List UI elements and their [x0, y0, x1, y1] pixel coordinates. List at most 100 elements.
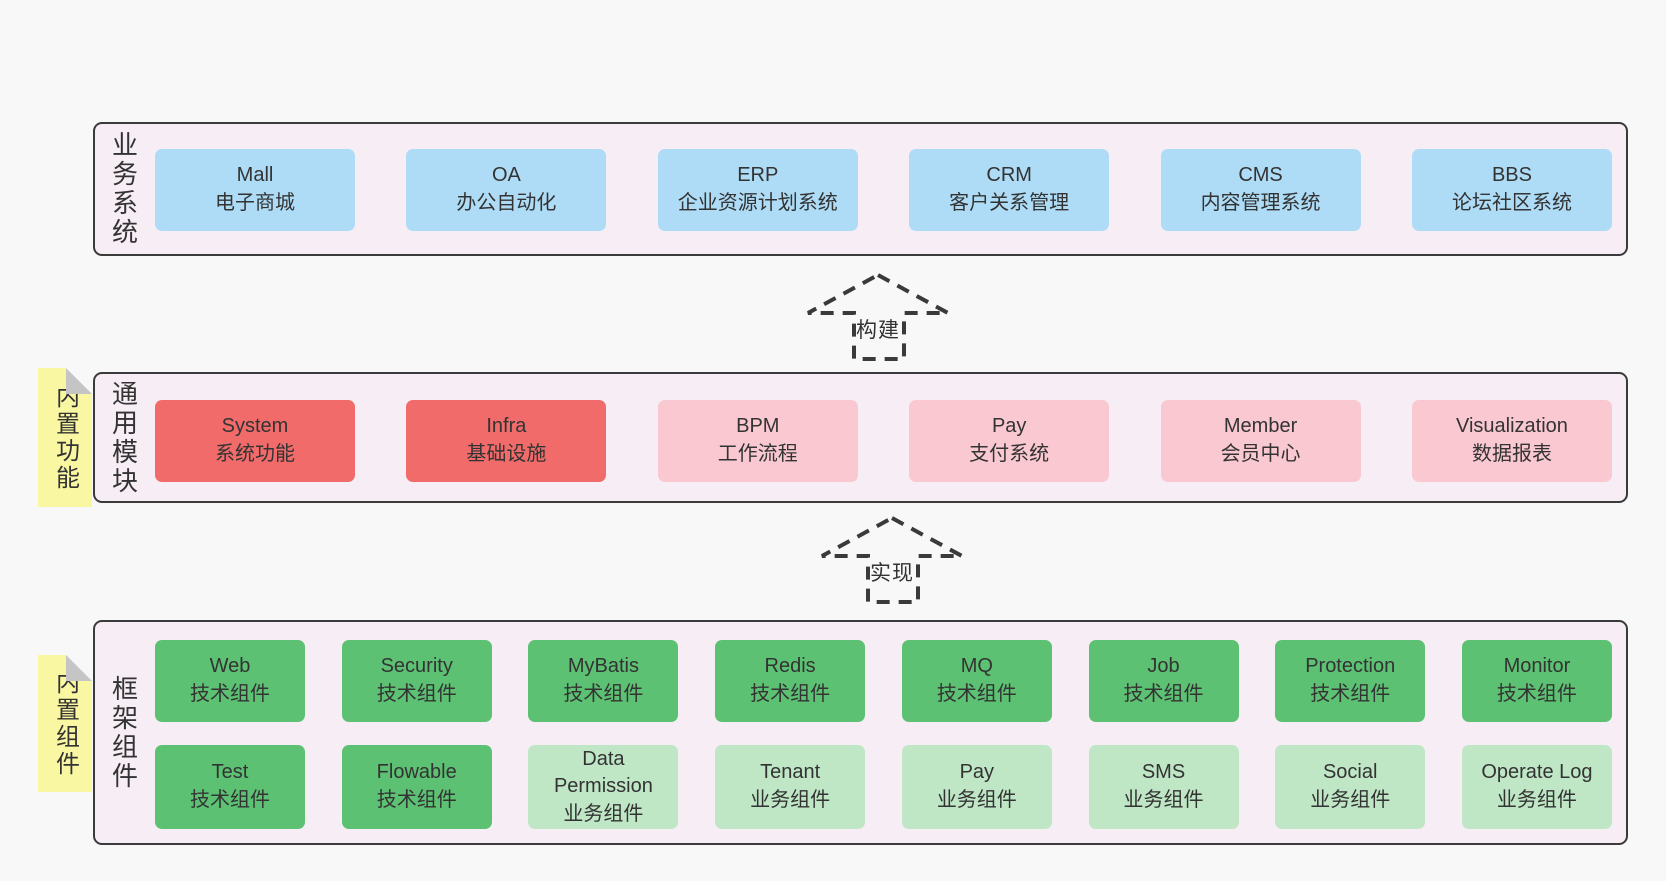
- box-bpm-subtitle: 工作流程: [717, 443, 798, 465]
- business-systems-row: Mall 电子商城 OA 办公自动化 ERP 企业资源计划系统 CRM 客户关系…: [155, 149, 1612, 231]
- box-visualization-title: Visualization: [1455, 415, 1568, 438]
- box-test-subtitle: 技术组件: [190, 789, 270, 811]
- box-crm-title: CRM: [986, 164, 1032, 187]
- box-protection-subtitle: 技术组件: [1310, 683, 1391, 705]
- sticky-tab-built-in-components: 内置组件: [38, 655, 92, 792]
- business-systems-layer: 业务系统 Mall 电子商城 OA 办公自动化 ERP 企业资源计划系统 CRM…: [93, 122, 1628, 256]
- box-flowable-title: Flowable: [376, 761, 457, 784]
- box-mybatis-title: MyBatis: [567, 655, 639, 678]
- box-sms-title: SMS: [1141, 761, 1186, 784]
- build-arrow: 构建: [805, 272, 951, 362]
- box-system-subtitle: 系统功能: [215, 443, 295, 465]
- box-oa-title: OA: [491, 164, 521, 187]
- box-operate-log-title: Operate Log: [1481, 761, 1593, 784]
- box-redis-title: Redis: [764, 655, 816, 678]
- box-operate-log-subtitle: 业务组件: [1496, 789, 1577, 811]
- box-erp-title: ERP: [737, 164, 779, 187]
- common-modules-layer: 通用模块 System 系统功能 Infra 基础设施 BPM 工作流程 Pay…: [93, 372, 1628, 503]
- box-visualization: Visualization 数据报表: [1411, 400, 1612, 482]
- build-arrow-label: 构建: [856, 319, 900, 342]
- box-redis-subtitle: 技术组件: [750, 683, 831, 705]
- box-mq: MQ 技术组件: [901, 640, 1052, 722]
- box-erp: ERP 企业资源计划系统: [657, 149, 858, 231]
- box-cms-title: CMS: [1238, 164, 1283, 187]
- box-flowable: Flowable 技术组件: [341, 745, 492, 829]
- box-sms-subtitle: 业务组件: [1123, 789, 1204, 811]
- box-mall: Mall 电子商城: [155, 149, 355, 231]
- common-modules-row: System 系统功能 Infra 基础设施 BPM 工作流程 Pay 支付系统…: [155, 400, 1612, 482]
- box-data-permission-subtitle: 业务组件: [563, 802, 644, 825]
- business-systems-label: 业务系统: [108, 131, 139, 247]
- box-test: Test 技术组件: [155, 745, 305, 829]
- box-cms-subtitle: 内容管理系统: [1200, 192, 1321, 214]
- box-mall-title: Mall: [236, 164, 274, 187]
- box-web-title: Web: [209, 655, 251, 678]
- box-crm-subtitle: 客户关系管理: [949, 192, 1070, 214]
- box-social: Social 业务组件: [1275, 745, 1426, 829]
- box-operate-log: Operate Log 业务组件: [1461, 745, 1612, 829]
- box-bpm-title: BPM: [736, 415, 780, 438]
- box-infra-subtitle: 基础设施: [466, 443, 547, 465]
- box-oa: OA 办公自动化: [406, 149, 607, 231]
- sticky-tab-built-in-features: 内置功能: [38, 368, 92, 507]
- box-security: Security 技术组件: [341, 640, 492, 722]
- box-member: Member 会员中心: [1160, 400, 1361, 482]
- box-bpm: BPM 工作流程: [657, 400, 858, 482]
- box-monitor-title: Monitor: [1503, 655, 1571, 678]
- box-web-subtitle: 技术组件: [190, 683, 270, 705]
- box-mybatis: MyBatis 技术组件: [528, 640, 679, 722]
- box-protection: Protection 技术组件: [1275, 640, 1426, 722]
- box-mq-title: MQ: [960, 655, 993, 678]
- implement-arrow: 实现: [819, 515, 965, 605]
- box-system: System 系统功能: [155, 400, 355, 482]
- framework-components-row-1: Web 技术组件 Security 技术组件 MyBatis 技术组件 Redi…: [155, 640, 1612, 722]
- box-job: Job 技术组件: [1088, 640, 1239, 722]
- box-member-title: Member: [1223, 415, 1298, 438]
- box-security-subtitle: 技术组件: [376, 683, 457, 705]
- box-erp-subtitle: 企业资源计划系统: [677, 192, 838, 214]
- box-crm: CRM 客户关系管理: [909, 149, 1110, 231]
- box-visualization-subtitle: 数据报表: [1471, 443, 1552, 465]
- box-oa-subtitle: 办公自动化: [456, 192, 557, 214]
- box-web: Web 技术组件: [155, 640, 305, 722]
- box-job-subtitle: 技术组件: [1123, 683, 1204, 705]
- framework-components-label: 框架组件: [108, 674, 139, 791]
- box-test-title: Test: [211, 761, 249, 784]
- box-bbs: BBS 论坛社区系统: [1411, 149, 1612, 231]
- box-social-title: Social: [1322, 761, 1378, 784]
- framework-components-row-2: Test 技术组件 Flowable 技术组件 Data Permission …: [155, 745, 1612, 829]
- box-job-title: Job: [1147, 655, 1180, 678]
- box-pay-biz: Pay 业务组件: [901, 745, 1052, 829]
- box-social-subtitle: 业务组件: [1310, 789, 1391, 811]
- common-modules-label: 通用模块: [108, 379, 139, 496]
- box-pay-title: Pay: [991, 415, 1027, 438]
- box-system-title: System: [221, 415, 289, 438]
- box-pay-biz-subtitle: 业务组件: [936, 789, 1017, 811]
- box-protection-title: Protection: [1305, 655, 1396, 678]
- framework-components-layer: 框架组件 Web 技术组件 Security 技术组件 MyBatis 技术组件…: [93, 620, 1628, 845]
- box-monitor-subtitle: 技术组件: [1496, 683, 1577, 705]
- box-tenant-subtitle: 业务组件: [750, 789, 831, 811]
- box-tenant: Tenant 业务组件: [715, 745, 866, 829]
- box-cms: CMS 内容管理系统: [1160, 149, 1361, 231]
- box-data-permission: Data Permission 业务组件: [528, 745, 679, 829]
- box-bbs-subtitle: 论坛社区系统: [1451, 192, 1572, 214]
- box-mq-subtitle: 技术组件: [936, 683, 1017, 705]
- box-pay-subtitle: 支付系统: [969, 443, 1050, 465]
- box-mybatis-subtitle: 技术组件: [563, 683, 644, 705]
- box-tenant-title: Tenant: [760, 761, 821, 784]
- box-redis: Redis 技术组件: [715, 640, 866, 722]
- box-data-permission-title: Data Permission: [553, 747, 653, 798]
- box-pay-biz-title: Pay: [959, 761, 995, 784]
- box-member-subtitle: 会员中心: [1220, 443, 1301, 465]
- box-mall-subtitle: 电子商城: [215, 192, 295, 214]
- box-bbs-title: BBS: [1491, 164, 1532, 187]
- box-sms: SMS 业务组件: [1088, 745, 1239, 829]
- box-infra-title: Infra: [486, 415, 527, 438]
- box-flowable-subtitle: 技术组件: [376, 789, 457, 811]
- box-pay: Pay 支付系统: [909, 400, 1110, 482]
- implement-arrow-label: 实现: [870, 562, 914, 585]
- box-monitor: Monitor 技术组件: [1461, 640, 1612, 722]
- box-infra: Infra 基础设施: [406, 400, 607, 482]
